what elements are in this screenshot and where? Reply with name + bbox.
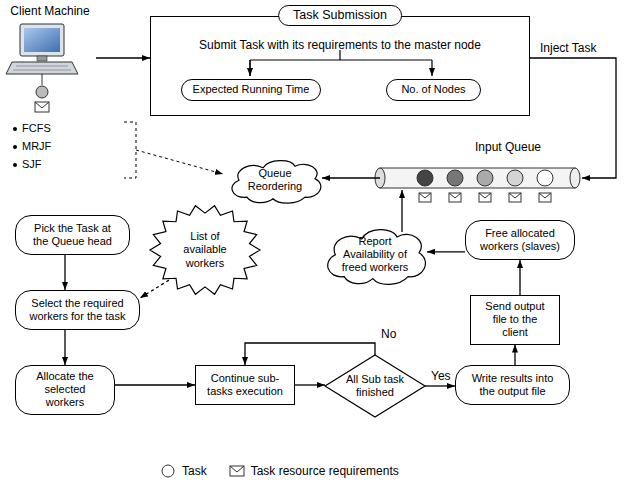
process-box: Continue sub-tasks execution: [195, 365, 295, 405]
legend-text: Task resource requirements: [251, 464, 399, 478]
client-machine: Client Machine: [4, 4, 96, 92]
edge-label: Yes: [429, 369, 453, 383]
requirement-pill: Expected Running Time: [181, 79, 321, 101]
connector-arrow: [401, 190, 402, 232]
node-text: Input Queue: [475, 140, 541, 154]
legend: Task Task resource requirements: [160, 464, 421, 478]
node-text: Allocate the selected workers: [26, 370, 104, 410]
connector-arrow: [427, 251, 465, 252]
legend-item: Task: [160, 464, 207, 478]
legend-symbol: [229, 464, 245, 478]
node-text: Queue Reordering: [243, 167, 307, 193]
connector-arrow: [295, 384, 325, 385]
decision-diamond: All Sub task finished: [325, 355, 425, 417]
node-text: Write results into the output file: [466, 372, 559, 398]
node-text: Expected Running Time: [193, 83, 310, 96]
policy-label: FCFS: [22, 122, 51, 134]
process-box: Select the required workers for the task: [15, 290, 140, 330]
node-text: Free allocated workers (slaves): [476, 227, 564, 253]
node-text: Submit Task with its requirements to the…: [159, 38, 521, 52]
node-text: Report Availability of freed workers: [338, 235, 412, 275]
node-text: All Sub task finished: [345, 373, 405, 399]
legend-text: Task: [182, 464, 207, 478]
process-box: Allocate the selected workers: [15, 365, 115, 415]
computer-icon: [6, 24, 78, 74]
connector-arrow: [64, 255, 65, 290]
list-bullets: [13, 127, 17, 167]
queue-tube: [375, 168, 580, 202]
connector-arrow: [425, 385, 455, 386]
process-box: Write results into the output file: [455, 365, 570, 405]
process-box: Free allocated workers (slaves): [465, 220, 575, 260]
process-box: Pick the Task at the Queue head: [15, 215, 130, 255]
connector-arrow: [519, 260, 520, 295]
task-symbol: [35, 74, 49, 112]
node-text: List of available workers: [174, 230, 236, 270]
input-queue: Input Queue: [378, 140, 578, 190]
report-cloud: Report Availability of freed workers: [320, 225, 430, 285]
connector-arrow: [96, 57, 150, 58]
connector-arrow: [514, 345, 515, 365]
node-text: Task Submission: [278, 5, 402, 26]
connector-arrow: [530, 58, 616, 178]
process-box: Send output file to the client: [470, 295, 560, 345]
connector-arrow: [140, 277, 174, 298]
policy-label: SJF: [22, 158, 42, 170]
workers-list-starburst: List of available workers: [150, 205, 260, 295]
policy-arrow: [136, 150, 223, 174]
policy-bracket: [124, 122, 136, 178]
node-text: Send output file to the client: [479, 300, 551, 340]
legend-symbol: [160, 464, 176, 478]
node-text: Client Machine: [10, 4, 89, 18]
edge-label: No: [379, 327, 398, 341]
connector-arrow: [64, 330, 65, 365]
policy-label: MRJF: [22, 140, 51, 152]
connector-arrow: [115, 384, 195, 385]
requirement-pill: No. of Nodes: [386, 79, 481, 101]
legend-item: Task resource requirements: [229, 464, 399, 478]
node-text: No. of Nodes: [401, 83, 465, 96]
edge-label: Inject Task: [538, 41, 598, 55]
requirement-bracket: [250, 50, 432, 76]
connector-arrow: [322, 177, 380, 178]
task-submission-box: Task SubmissionSubmit Task with its requ…: [150, 16, 530, 116]
connector-arrow: [245, 343, 375, 365]
node-text: Pick the Task at the Queue head: [26, 222, 119, 248]
queue-reordering-cloud: Queue Reordering: [225, 157, 325, 203]
node-text: Continue sub-tasks execution: [204, 372, 286, 398]
node-text: Select the required workers for the task: [26, 297, 129, 323]
